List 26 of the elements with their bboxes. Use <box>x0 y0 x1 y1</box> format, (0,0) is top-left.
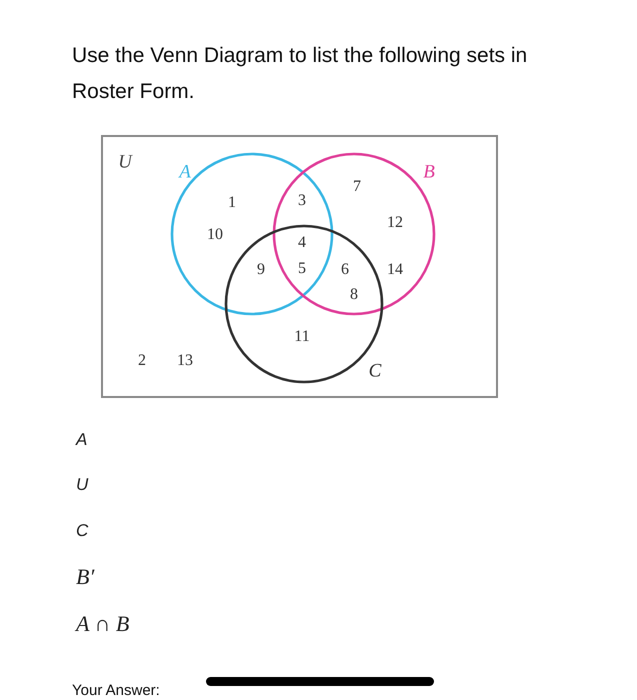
set-expression: B′ <box>76 565 94 589</box>
set-expression: A ∩ B <box>76 612 130 636</box>
set-label: B <box>423 162 435 182</box>
set-label: U <box>118 152 132 172</box>
element-number: 12 <box>387 215 403 231</box>
element-number: 1 <box>228 195 236 211</box>
question-text: Use the Venn Diagram to list the following sets in Roster Form. <box>72 43 528 105</box>
set-name: U <box>76 475 88 495</box>
element-number: 7 <box>353 179 361 195</box>
element-number: 10 <box>207 227 223 243</box>
answer-prompt: Your Answer: <box>72 683 160 699</box>
universe-rectangle <box>101 135 498 398</box>
set-name: C <box>76 521 88 541</box>
set-label: A <box>179 162 191 182</box>
element-number: 6 <box>341 262 349 278</box>
element-number: 3 <box>298 193 306 209</box>
element-number: 14 <box>387 262 403 278</box>
set-name: A <box>76 430 88 450</box>
element-number: 13 <box>177 353 193 369</box>
set-label: C <box>368 362 382 380</box>
element-number: 8 <box>350 287 358 303</box>
element-number: 9 <box>257 262 265 278</box>
element-number: 2 <box>138 353 146 369</box>
element-number: 5 <box>298 261 306 277</box>
element-number: 4 <box>298 235 306 251</box>
element-number: 11 <box>294 329 310 345</box>
